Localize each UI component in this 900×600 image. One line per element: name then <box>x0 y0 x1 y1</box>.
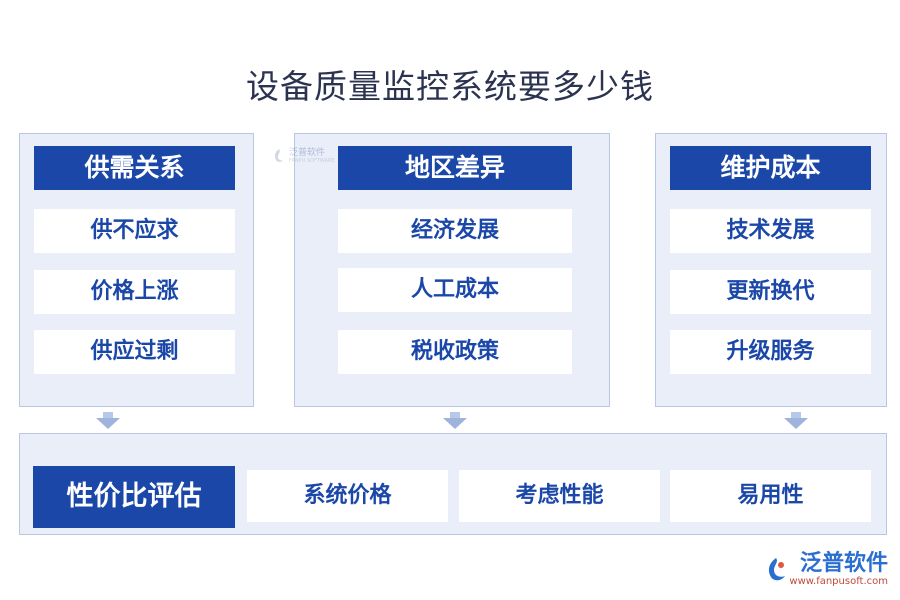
logo-name: 泛普软件 <box>799 551 888 576</box>
column-regional-difference: 地区差异 经济发展 人工成本 税收政策 <box>294 133 610 407</box>
down-arrow-icon <box>96 412 120 429</box>
column-heading: 维护成本 <box>670 146 871 190</box>
column-supply-demand: 供需关系 供不应求 价格上涨 供应过剩 <box>19 133 254 407</box>
column-heading: 供需关系 <box>34 146 235 190</box>
watermark-sub: FANPU SOFTWARE <box>289 158 335 164</box>
summary-item: 考虑性能 <box>459 470 660 522</box>
column-item: 税收政策 <box>338 330 572 374</box>
summary-item: 系统价格 <box>247 470 448 522</box>
down-arrow-icon <box>443 412 467 429</box>
page-title: 设备质量监控系统要多少钱 <box>246 67 654 106</box>
logo-url: www.fanpusoft.com <box>789 576 888 587</box>
watermark: 泛普软件 FANPU SOFTWARE <box>272 148 335 164</box>
summary-panel: 性价比评估 系统价格 考虑性能 易用性 <box>19 433 887 535</box>
column-item: 价格上涨 <box>34 270 235 314</box>
column-item: 供应过剩 <box>34 330 235 374</box>
watermark-logo-icon <box>275 149 283 162</box>
summary-heading: 性价比评估 <box>33 466 235 528</box>
brand-logo: 泛普软件 www.fanpusoft.com <box>763 552 888 588</box>
column-heading: 地区差异 <box>338 146 572 190</box>
watermark-name: 泛普软件 <box>289 148 326 158</box>
summary-item: 易用性 <box>670 470 871 522</box>
column-item: 供不应求 <box>34 209 235 253</box>
fanpu-logo-icon <box>769 558 786 581</box>
column-maintenance-cost: 维护成本 技术发展 更新换代 升级服务 <box>655 133 887 407</box>
column-item: 更新换代 <box>670 270 871 314</box>
column-item: 技术发展 <box>670 209 871 253</box>
column-item: 经济发展 <box>338 209 572 253</box>
column-item: 升级服务 <box>670 330 871 374</box>
column-item: 人工成本 <box>338 268 572 312</box>
down-arrow-icon <box>784 412 808 429</box>
